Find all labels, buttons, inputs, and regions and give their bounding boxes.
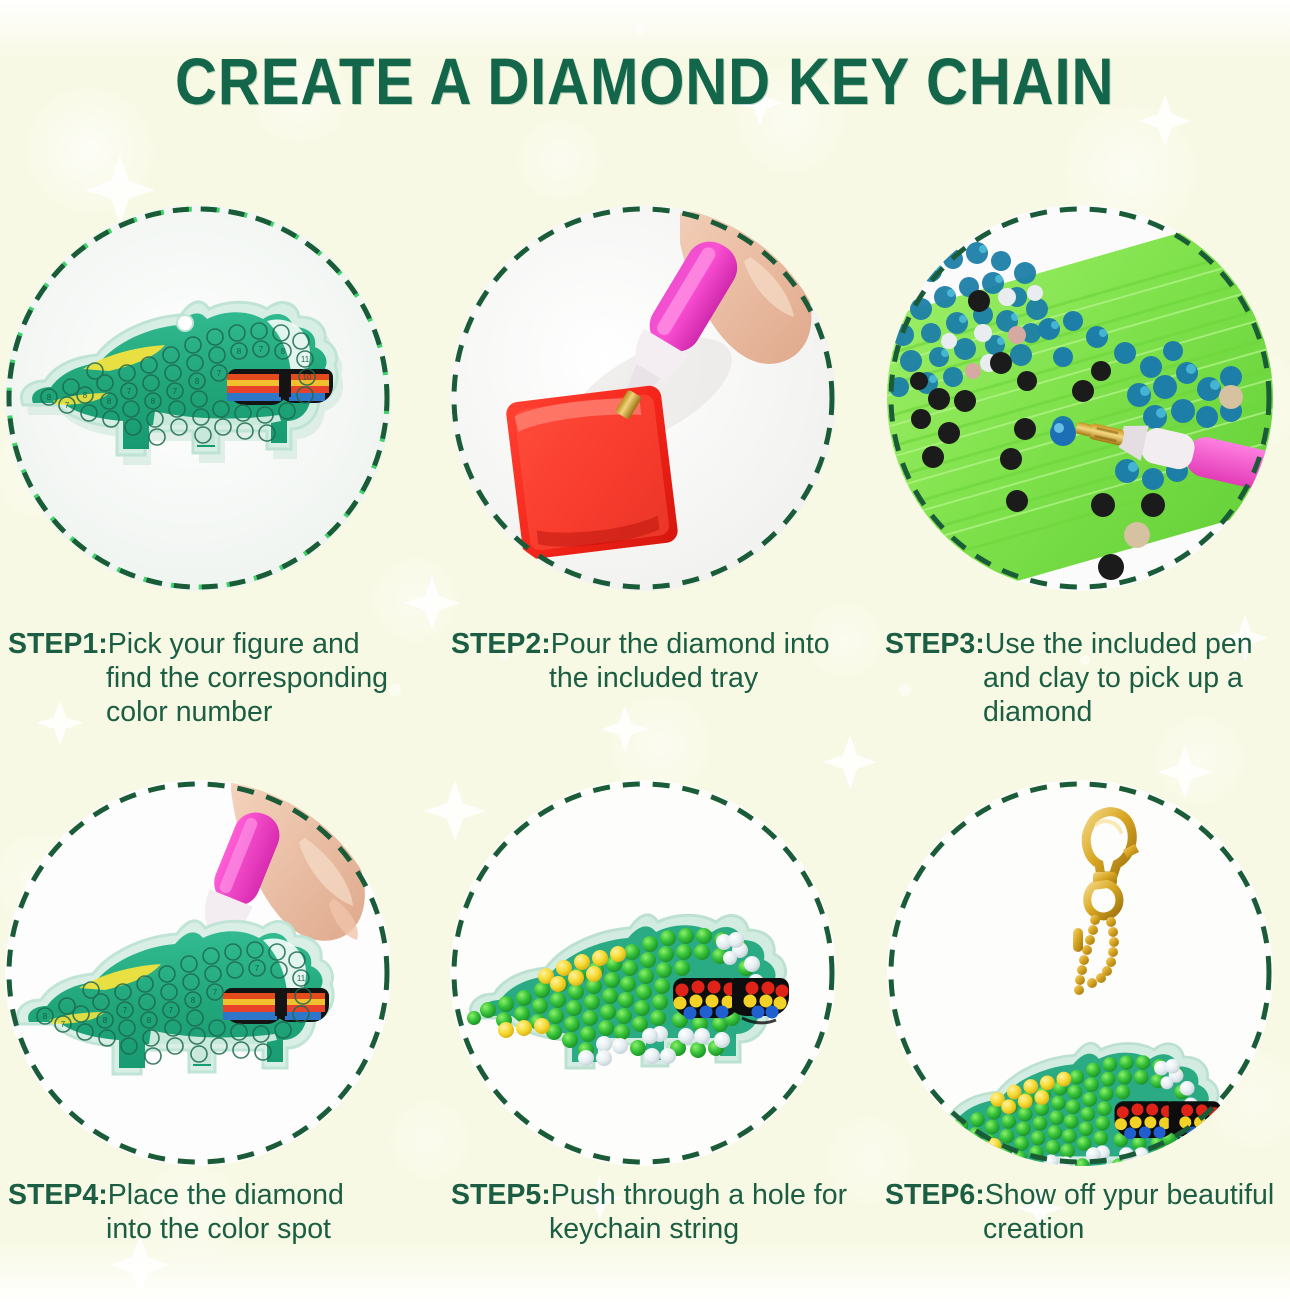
step-4-photo-clip: 8 7 8 7 8 7 8 7 7 11 <box>5 780 391 1166</box>
step-2-line1: Pour the diamond into <box>550 628 830 660</box>
step-4-line1: Place the diamond <box>107 1179 344 1211</box>
svg-text:8: 8 <box>103 1016 108 1025</box>
step-card-4: 8 7 8 7 8 7 8 7 7 11 STEP4:Place the diamond <box>0 780 413 1245</box>
svg-text:7: 7 <box>255 964 260 973</box>
step-card-5: STEP5:Push through a hole for keychain s… <box>428 780 858 1245</box>
svg-text:7: 7 <box>123 1006 128 1015</box>
step-2-line2: the included tray <box>549 662 759 694</box>
svg-text:8: 8 <box>147 1016 152 1025</box>
svg-text:8: 8 <box>83 391 88 400</box>
step-2-photo <box>450 205 836 591</box>
dino-blank-illustration: 8 7 8 8 7 8 7 8 7 8 7 8 11 10 <box>5 205 391 591</box>
svg-text:7: 7 <box>217 369 222 378</box>
step-6-key: STEP6: <box>885 1179 985 1211</box>
step-1-photo-clip: 8 7 8 8 7 8 7 8 7 8 7 8 11 10 <box>5 205 391 591</box>
step-5-line1: Push through a hole for <box>550 1179 848 1211</box>
step-6-caption: STEP6:Show off ypur beautiful creation <box>885 1178 1290 1246</box>
pen-and-tray-illustration <box>450 205 836 591</box>
step-2-photo-clip <box>450 205 836 591</box>
step-3-photo <box>887 205 1273 591</box>
step-5-key: STEP5: <box>451 1179 551 1211</box>
step-card-3: STEP3:Use the included pen and clay to p… <box>865 205 1290 728</box>
page-title: CREATE A DIAMOND KEY CHAIN <box>175 44 1115 118</box>
step-card-2: STEP2:Pour the diamond into the included… <box>428 205 858 694</box>
step-4-photo: 8 7 8 7 8 7 8 7 7 11 <box>5 780 391 1166</box>
step-3-line3: diamond <box>983 696 1093 728</box>
step-1-photo: 8 7 8 8 7 8 7 8 7 8 7 8 11 10 <box>5 205 391 591</box>
svg-text:8: 8 <box>191 996 196 1005</box>
svg-text:7: 7 <box>259 345 264 354</box>
svg-text:8: 8 <box>47 393 52 402</box>
svg-text:7: 7 <box>169 1006 174 1015</box>
step-4-caption: STEP4:Place the diamond into the color s… <box>8 1178 428 1246</box>
step-5-line2: keychain string <box>549 1213 740 1245</box>
step-4-line2: into the color spot <box>106 1213 331 1245</box>
step-5-photo-clip <box>450 780 836 1166</box>
svg-text:7: 7 <box>61 1020 66 1029</box>
step-1-line2: find the corresponding <box>106 662 389 694</box>
svg-text:8: 8 <box>151 397 156 406</box>
hanging-keychain-illustration <box>887 780 1273 1166</box>
step-1-key: STEP1: <box>8 628 108 660</box>
step-2-key: STEP2: <box>451 628 551 660</box>
step-4-key: STEP4: <box>8 1179 108 1211</box>
svg-text:8: 8 <box>195 377 200 386</box>
step-5-photo <box>450 780 836 1166</box>
svg-text:8: 8 <box>281 347 286 356</box>
finished-dino-illustration <box>450 780 836 1166</box>
svg-text:8: 8 <box>107 397 112 406</box>
svg-text:8: 8 <box>237 347 242 356</box>
svg-text:11: 11 <box>301 355 310 364</box>
step-card-1: 8 7 8 8 7 8 7 8 7 8 7 8 11 10 <box>0 205 413 728</box>
step-5-caption: STEP5:Push through a hole for keychain s… <box>451 1178 871 1246</box>
step-card-6: STEP6:Show off ypur beautiful creation <box>865 780 1290 1245</box>
step-6-photo-clip <box>887 780 1273 1166</box>
step-6-line2: creation <box>983 1213 1085 1245</box>
step-6-line1: Show off ypur beautiful <box>984 1179 1275 1211</box>
step-3-line1: Use the included pen <box>984 628 1253 660</box>
step-1-line3: color number <box>106 696 273 728</box>
title-bar: CREATE A DIAMOND KEY CHAIN <box>0 46 1290 116</box>
step-3-photo-clip <box>887 205 1273 591</box>
svg-text:10: 10 <box>303 373 312 382</box>
svg-text:7: 7 <box>127 387 132 396</box>
step-1-caption: STEP1:Pick your figure and find the corr… <box>8 627 428 729</box>
placing-gem-illustration: 8 7 8 7 8 7 8 7 7 11 <box>5 780 391 1166</box>
step-3-key: STEP3: <box>885 628 985 660</box>
step-6-photo <box>887 780 1273 1166</box>
gem-tray-illustration <box>887 205 1273 591</box>
svg-text:8: 8 <box>43 1012 48 1021</box>
step-1-line1: Pick your figure and <box>107 628 360 660</box>
svg-text:7: 7 <box>173 387 178 396</box>
step-3-line2: and clay to pick up a <box>983 662 1243 694</box>
step-3-caption: STEP3:Use the included pen and clay to p… <box>885 627 1290 729</box>
svg-text:11: 11 <box>297 974 306 983</box>
svg-text:7: 7 <box>65 401 70 410</box>
step-2-caption: STEP2:Pour the diamond into the included… <box>451 627 871 695</box>
svg-text:7: 7 <box>213 988 218 997</box>
